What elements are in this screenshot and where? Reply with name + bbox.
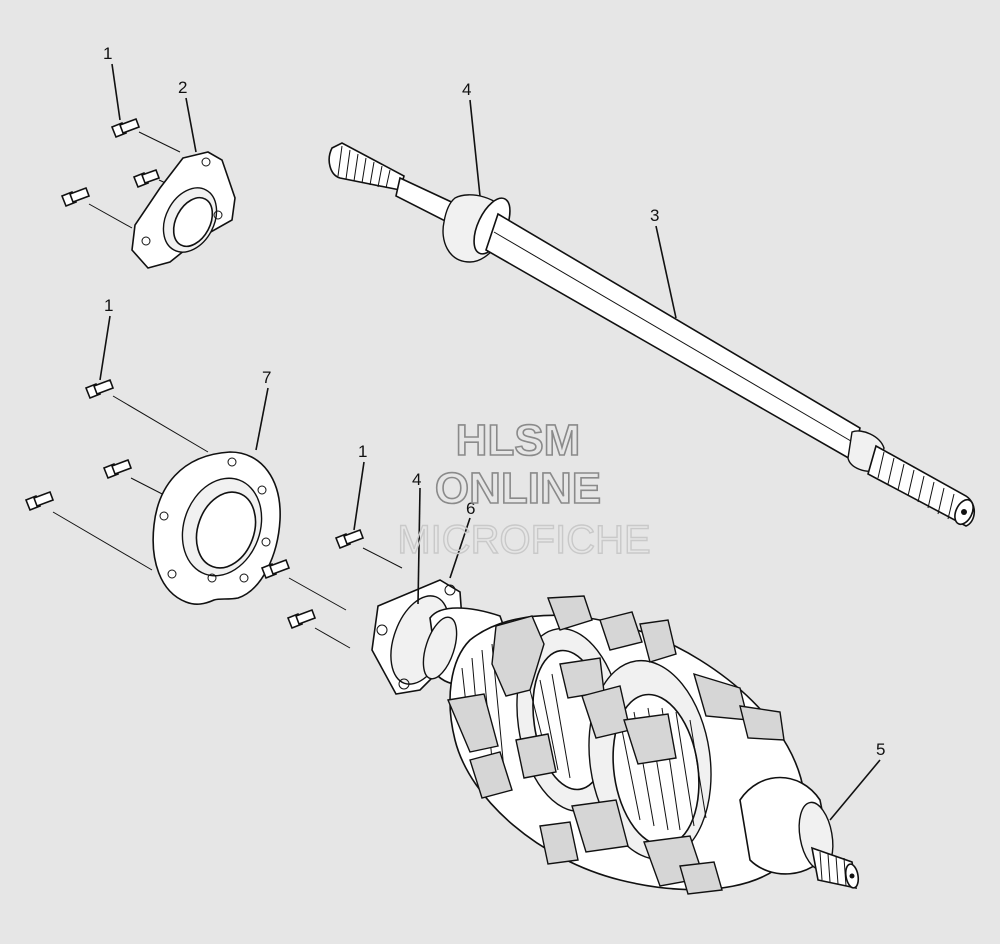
bolt-center-2	[260, 558, 347, 611]
callout-1-top: 1	[103, 44, 112, 63]
bolt-mid-1	[84, 378, 209, 453]
output-shaft	[739, 776, 860, 890]
callout-2: 2	[178, 78, 187, 97]
bolt-center-3	[286, 608, 351, 649]
callout-5: 5	[876, 740, 885, 759]
callout-4-top: 4	[462, 80, 471, 99]
callout-3: 3	[650, 206, 659, 225]
long-shaft	[328, 142, 976, 527]
callout-1-mid: 1	[104, 296, 113, 315]
callout-4-center: 4	[412, 470, 421, 489]
watermark-line-2: ONLINE	[435, 464, 601, 513]
watermark-line-1: HLSM	[456, 416, 581, 465]
bolt-center-1	[334, 528, 403, 569]
watermark: HLSM ONLINE MICROFICHE	[397, 415, 652, 563]
flange-large	[152, 451, 281, 605]
callout-7: 7	[262, 368, 271, 387]
bolt-top-3	[60, 186, 133, 229]
callout-labels: 1 2 4 3 1 7 1 4 6 5	[103, 44, 885, 759]
bolt-group-center	[260, 528, 403, 649]
bolt-group-mid	[24, 378, 209, 571]
bolt-top-1	[110, 117, 181, 153]
bolt-mid-3	[24, 490, 153, 571]
callout-1-center: 1	[358, 442, 367, 461]
leader-lines	[99, 63, 881, 821]
bolt-mid-2	[102, 458, 171, 499]
drive-assembly	[371, 579, 860, 895]
cam-dogs	[447, 595, 785, 895]
flange-small	[131, 151, 236, 269]
callout-6: 6	[466, 499, 475, 518]
watermark-line-3: MICROFICHE	[397, 518, 650, 562]
